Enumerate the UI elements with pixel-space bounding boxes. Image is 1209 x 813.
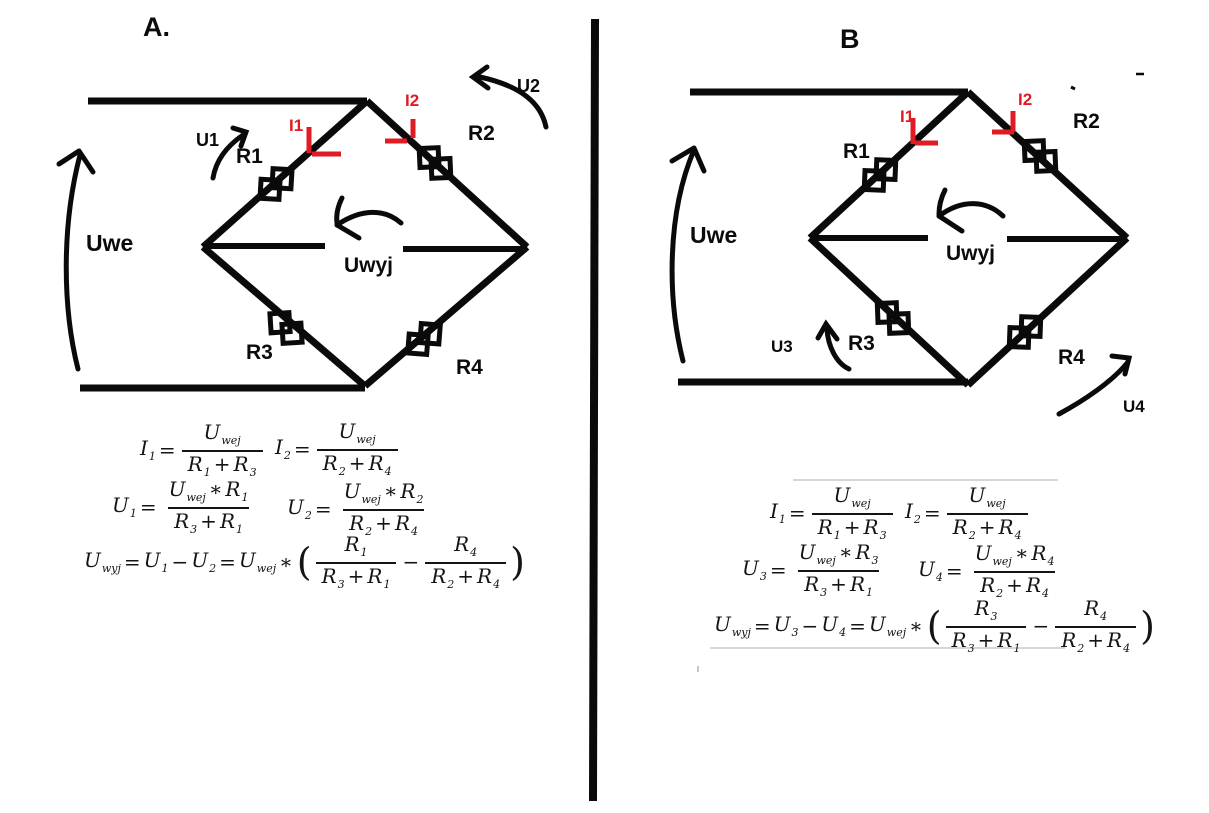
circuit-b-title: B xyxy=(840,24,860,54)
i2-label-b: I2 xyxy=(1018,90,1033,109)
current-mark-i1-a xyxy=(306,127,341,157)
i1-label-a: I1 xyxy=(289,116,304,135)
divider-line xyxy=(589,18,599,802)
bridge-output-wires-a xyxy=(203,243,527,252)
uwyj-label-a: Uwyj xyxy=(344,254,394,277)
r2-label-a: R2 xyxy=(468,122,495,145)
resistor-r2-a xyxy=(416,145,454,181)
resistor-r2-b xyxy=(1021,138,1059,174)
uwyj-arrow-a xyxy=(334,195,404,241)
uwe-label-a: Uwe xyxy=(86,230,134,256)
uwe-label-b: Uwe xyxy=(690,222,738,248)
resistor-r3-a xyxy=(267,309,305,347)
u4-label-b: U4 xyxy=(1123,397,1145,416)
i1-label-b: I1 xyxy=(900,107,915,126)
current-mark-i1-b xyxy=(910,118,938,146)
uwyj-arrow-b xyxy=(936,187,1006,234)
u2-arrow-a xyxy=(468,64,549,130)
resistor-r1-b xyxy=(861,157,899,193)
u2-label-a: U2 xyxy=(517,76,541,96)
u3-label-b: U3 xyxy=(771,337,793,356)
r4-label-a: R4 xyxy=(456,356,483,379)
bridge-diamond-a xyxy=(200,98,530,389)
r1-label-b: R1 xyxy=(843,140,870,163)
u1-label-a: U1 xyxy=(196,130,220,150)
r2-label-b: R2 xyxy=(1073,110,1100,133)
circuit-a-drawing xyxy=(56,64,549,392)
uwyj-label-b: Uwyj xyxy=(946,242,996,265)
r3-label-a: R3 xyxy=(246,341,273,364)
u4-arrow-b xyxy=(1056,353,1133,417)
r3-label-b: R3 xyxy=(848,332,875,355)
resistor-r4-b xyxy=(1006,314,1044,350)
resistor-r4-a xyxy=(405,320,443,358)
circuit-b-drawing xyxy=(669,72,1144,672)
resistor-r1-a xyxy=(257,165,295,203)
u1-arrow-a xyxy=(210,125,250,181)
bridge-output-wires-b xyxy=(810,235,1127,242)
r4-label-b: R4 xyxy=(1058,346,1085,369)
uwe-arrow-a xyxy=(56,148,96,372)
i2-label-a: I2 xyxy=(405,91,420,110)
resistor-r3-b xyxy=(874,300,912,336)
stray-dot-1 xyxy=(1070,85,1076,91)
u3-arrow-b xyxy=(815,319,852,372)
current-mark-i2-a xyxy=(385,119,416,144)
current-mark-i2-b xyxy=(992,111,1016,135)
circuit-a-title: A. xyxy=(143,12,170,42)
bridge-diamond-b xyxy=(807,89,1130,388)
r1-label-a: R1 xyxy=(236,145,263,168)
uwe-arrow-b xyxy=(669,145,707,364)
